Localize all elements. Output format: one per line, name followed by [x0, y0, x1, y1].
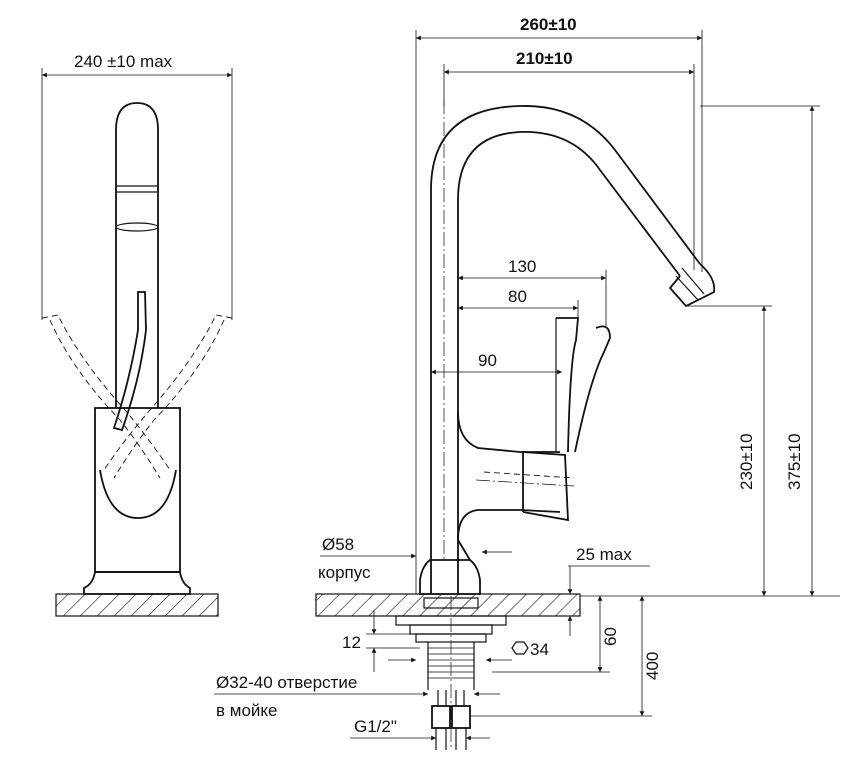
side-width-label: 240 ±10 max — [74, 52, 173, 71]
lever-130-label: 130 — [508, 257, 536, 276]
hole-caption: в мойке — [216, 701, 277, 720]
body-90-label: 90 — [478, 351, 497, 370]
hose-400-label: 400 — [643, 652, 662, 680]
lever-80-label: 80 — [508, 287, 527, 306]
spout-reach-label: 210±10 — [516, 49, 573, 68]
outlet-height-label: 230±10 — [737, 433, 756, 490]
shank-60-label: 60 — [601, 627, 620, 646]
body-diameter-label: Ø58 — [322, 535, 354, 554]
thread-label: G1/2" — [354, 717, 397, 736]
hole-label: Ø32-40 отверстие — [216, 673, 357, 692]
nut-hex-label: 34 — [530, 640, 549, 659]
front-view — [315, 100, 716, 750]
shank-12-label: 12 — [342, 633, 361, 652]
side-view: 240 ±10 max — [41, 52, 233, 617]
total-height-label: 375±10 — [785, 433, 804, 490]
overall-reach-label: 260±10 — [520, 15, 577, 34]
body-caption: корпус — [318, 563, 371, 582]
max-deck-label: 25 max — [576, 545, 632, 564]
front-dimensions: 260±10 210±10 130 80 90 Ø58 корпус 25 ma… — [214, 15, 840, 741]
